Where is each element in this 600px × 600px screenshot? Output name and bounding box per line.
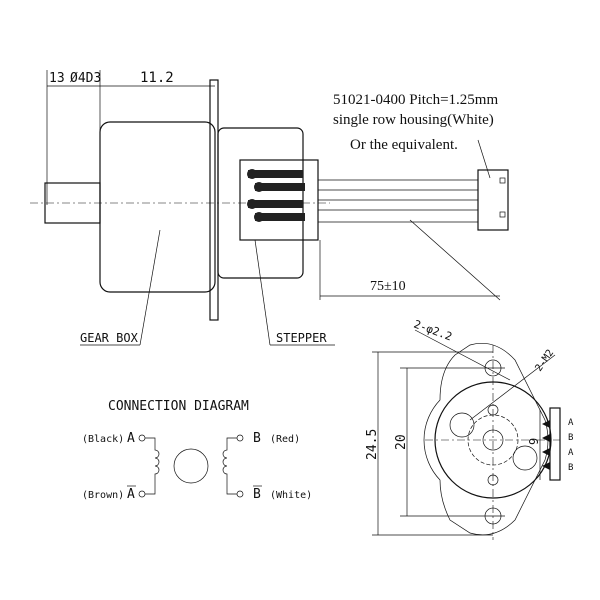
note-line-2: single row housing(White) (333, 112, 494, 128)
top-dimensions: 13 Ø4D3 11.2 (46, 70, 215, 205)
note-line-1: 51021-0400 Pitch=1.25mm (333, 92, 498, 108)
b-bar-color: (White) (270, 490, 312, 501)
coil-a (145, 437, 160, 495)
dim-screws: 2-M2 (533, 348, 556, 374)
lead-wires (318, 179, 478, 223)
pin-4: B (568, 463, 573, 473)
dim-shaft-diameter: Ø4D3 (70, 71, 101, 86)
rotor-symbol (173, 448, 209, 484)
pin-a-bar: A (127, 487, 135, 502)
connector-housing (477, 169, 509, 231)
connection-diagram: CONNECTION DIAGRAM (Black) A (Brown) A B… (82, 399, 312, 502)
side-view: 75±10 (30, 79, 509, 321)
pin-b: B (253, 431, 261, 446)
pin-3: A (568, 448, 574, 458)
pin-b-bar: B (253, 487, 261, 502)
label-gear-box: GEAR BOX (80, 331, 139, 345)
note-line-3: Or the equivalent. (350, 137, 458, 153)
b-color: (Red) (270, 434, 300, 445)
coil-b (222, 437, 237, 495)
motor-terminals (247, 169, 305, 222)
dim-shaft-length: 13 (49, 71, 65, 86)
a-color: (Black) (82, 434, 124, 445)
a-bar-color: (Brown) (82, 490, 124, 501)
connection-title: CONNECTION DIAGRAM (108, 399, 249, 414)
front-view: A B A B 24.5 20 9 2-φ2.2 2-M2 (365, 318, 574, 540)
label-stepper: STEPPER (276, 331, 327, 345)
pin-a: A (127, 431, 135, 446)
dim-offset: 9 (527, 438, 541, 445)
dim-height-total: 24.5 (365, 429, 380, 460)
pin-2: B (568, 433, 573, 443)
connector-note: 51021-0400 Pitch=1.25mm single row housi… (333, 92, 498, 179)
dim-gear-length: 11.2 (140, 70, 174, 86)
dim-lead-length: 75±10 (370, 279, 406, 294)
dim-hole-spacing: 20 (394, 434, 409, 450)
pin-1: A (568, 418, 574, 428)
